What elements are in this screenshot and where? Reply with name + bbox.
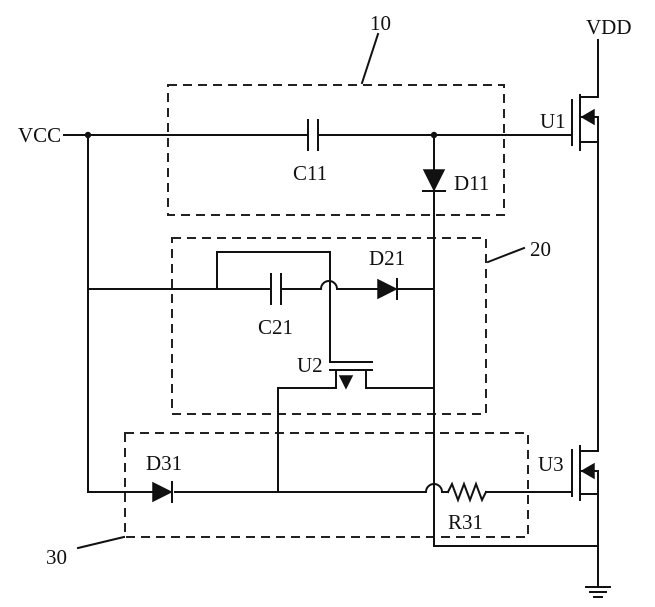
d11-diode: [422, 169, 446, 192]
leader-10: [360, 32, 380, 85]
d31-diode: [152, 481, 173, 503]
junction-dot: [84, 131, 92, 139]
d11-label: D11: [454, 171, 489, 195]
block-10-label: 10: [370, 11, 391, 35]
d21-diode: [377, 278, 398, 300]
u1-label: U1: [540, 109, 566, 133]
ground-symbol: [433, 493, 611, 598]
block-20-label: 20: [530, 237, 551, 261]
u2-label: U2: [297, 353, 323, 377]
module-30-box: [124, 432, 529, 538]
u3-label: U3: [538, 452, 564, 476]
u1-transistor: [571, 39, 599, 151]
module-10-box: [167, 84, 505, 216]
c21-label: C21: [258, 315, 293, 339]
d21-label: D21: [369, 246, 405, 270]
vcc-label: VCC: [18, 123, 61, 147]
vdd-label: VDD: [586, 15, 632, 39]
block-30-label: 30: [46, 545, 67, 569]
leader-30: [76, 535, 126, 550]
d31-label: D31: [146, 451, 182, 475]
module-20-box: [171, 237, 487, 415]
u2-transistor: [277, 361, 435, 493]
leader-20: [486, 246, 526, 264]
c21-capacitor: [270, 273, 282, 305]
c11-label: C11: [293, 161, 327, 185]
r31-label: R31: [448, 510, 483, 534]
c11-capacitor: [307, 119, 573, 151]
vcc-rail: [63, 134, 307, 493]
module-20-wiring: [87, 251, 435, 363]
u3-transistor: [571, 445, 599, 501]
junction-dot: [430, 131, 438, 139]
module-30-wiring: [87, 481, 573, 503]
